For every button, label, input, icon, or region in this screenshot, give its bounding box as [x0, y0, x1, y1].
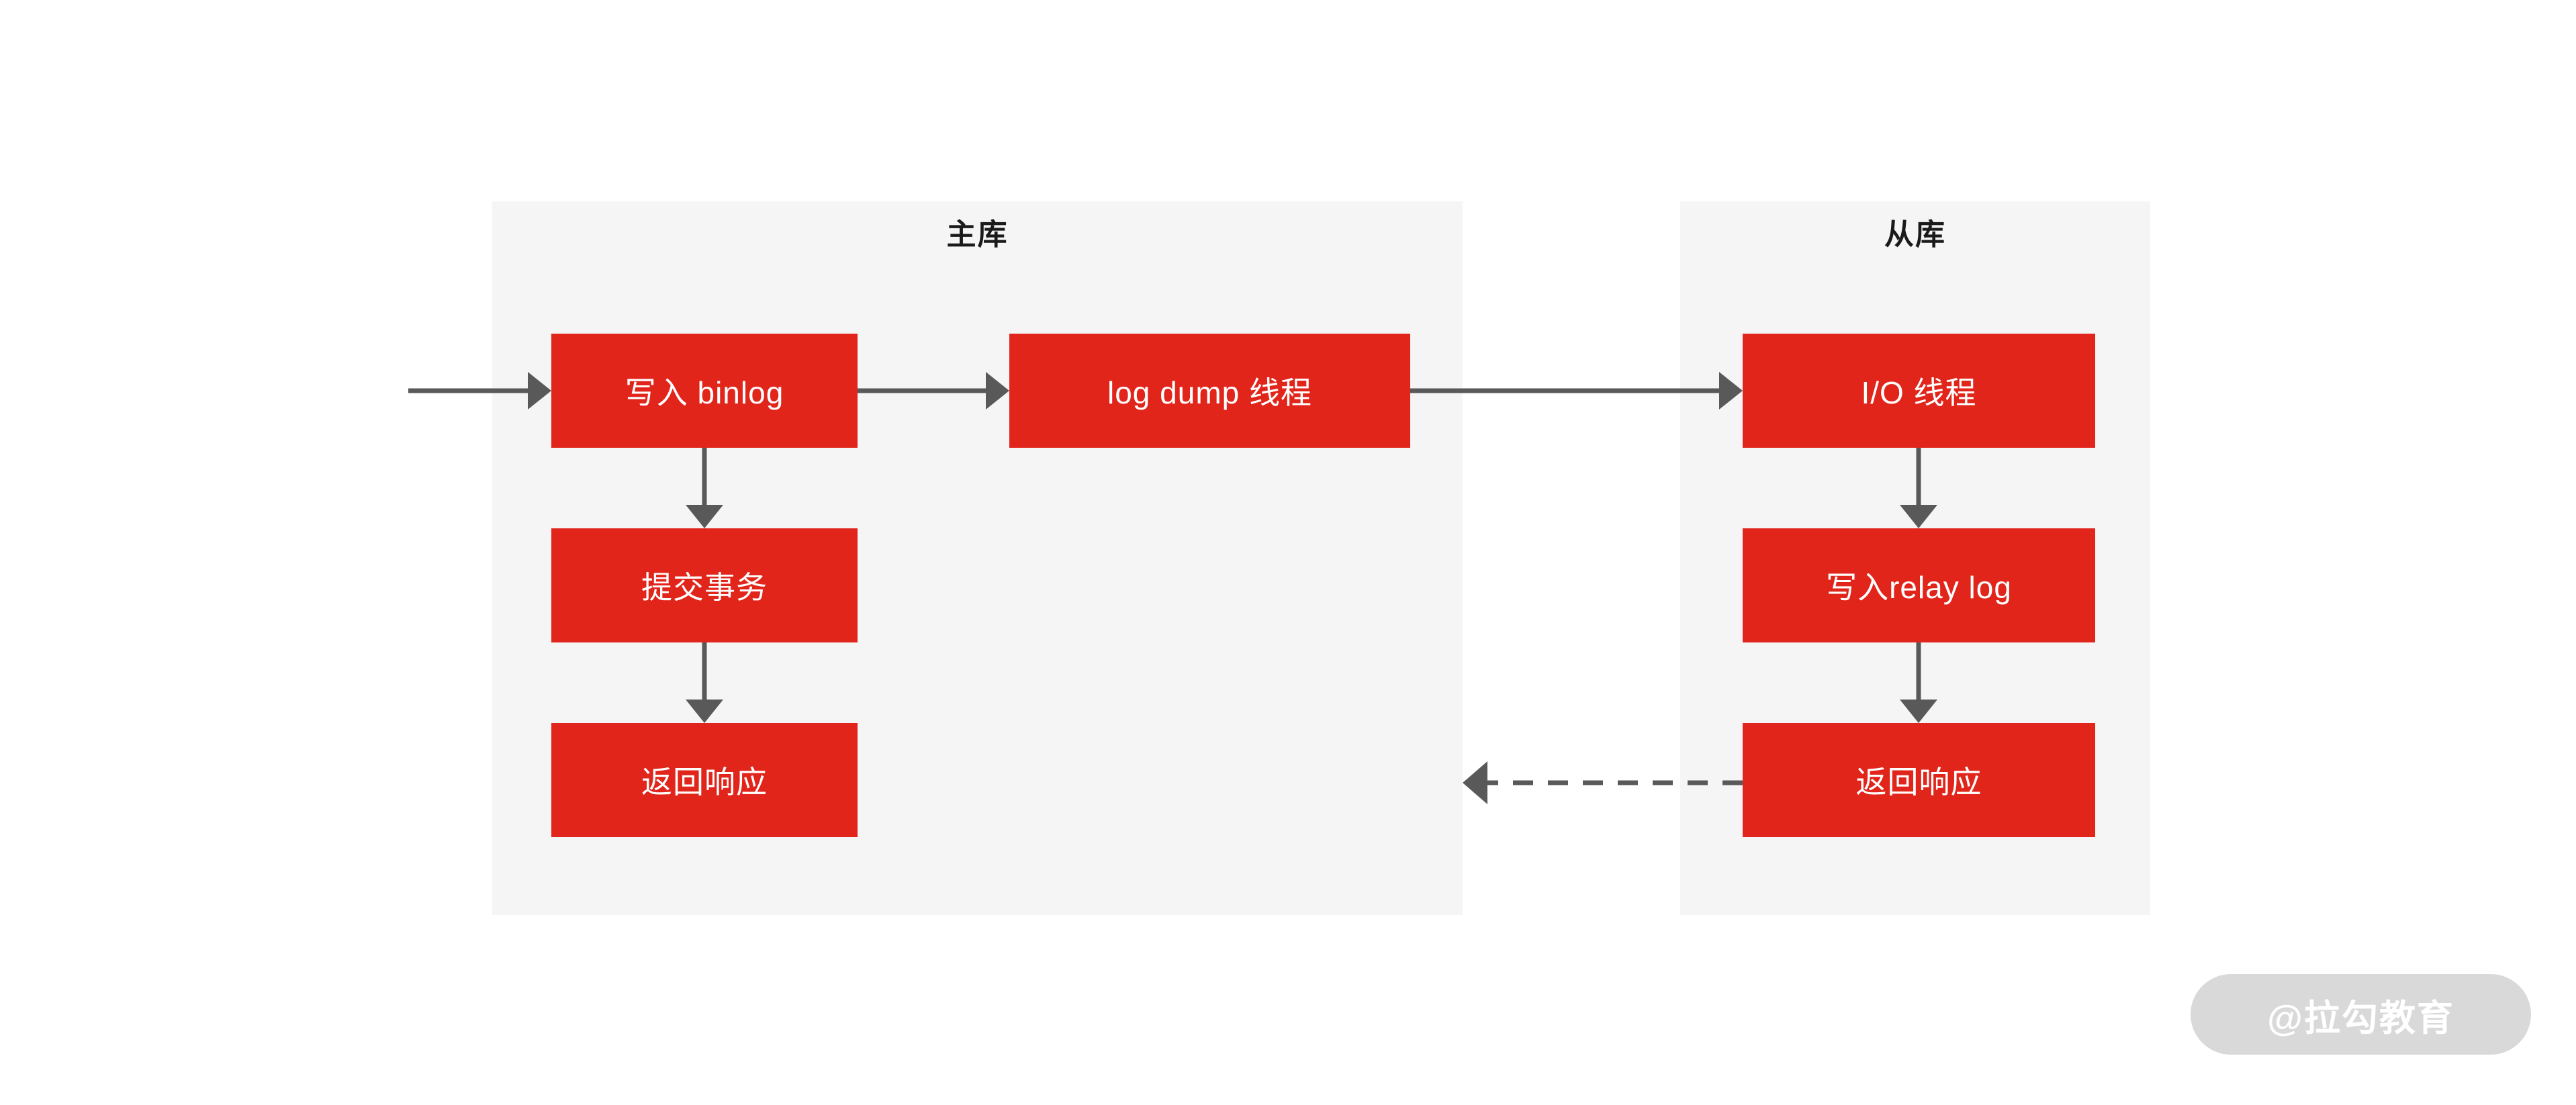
swimlane-master-title: 主库 [946, 218, 1009, 251]
node-write-relay-log[interactable]: 写入relay log [1743, 528, 2095, 642]
watermark-label: @拉勾教育 [2267, 998, 2454, 1039]
node-io-thread[interactable]: I/O 线程 [1743, 334, 2095, 448]
node-log-dump-thread[interactable]: log dump 线程 [1009, 334, 1410, 448]
watermark-badge: @拉勾教育 [2191, 974, 2531, 1055]
node-master-return-response[interactable]: 返回响应 [551, 723, 858, 837]
swimlane-slave-title: 从库 [1884, 218, 1946, 251]
node-write-binlog[interactable]: 写入 binlog [551, 334, 858, 448]
node-commit-transaction[interactable]: 提交事务 [551, 528, 858, 642]
node-slave-return-response[interactable]: 返回响应 [1743, 723, 2095, 837]
